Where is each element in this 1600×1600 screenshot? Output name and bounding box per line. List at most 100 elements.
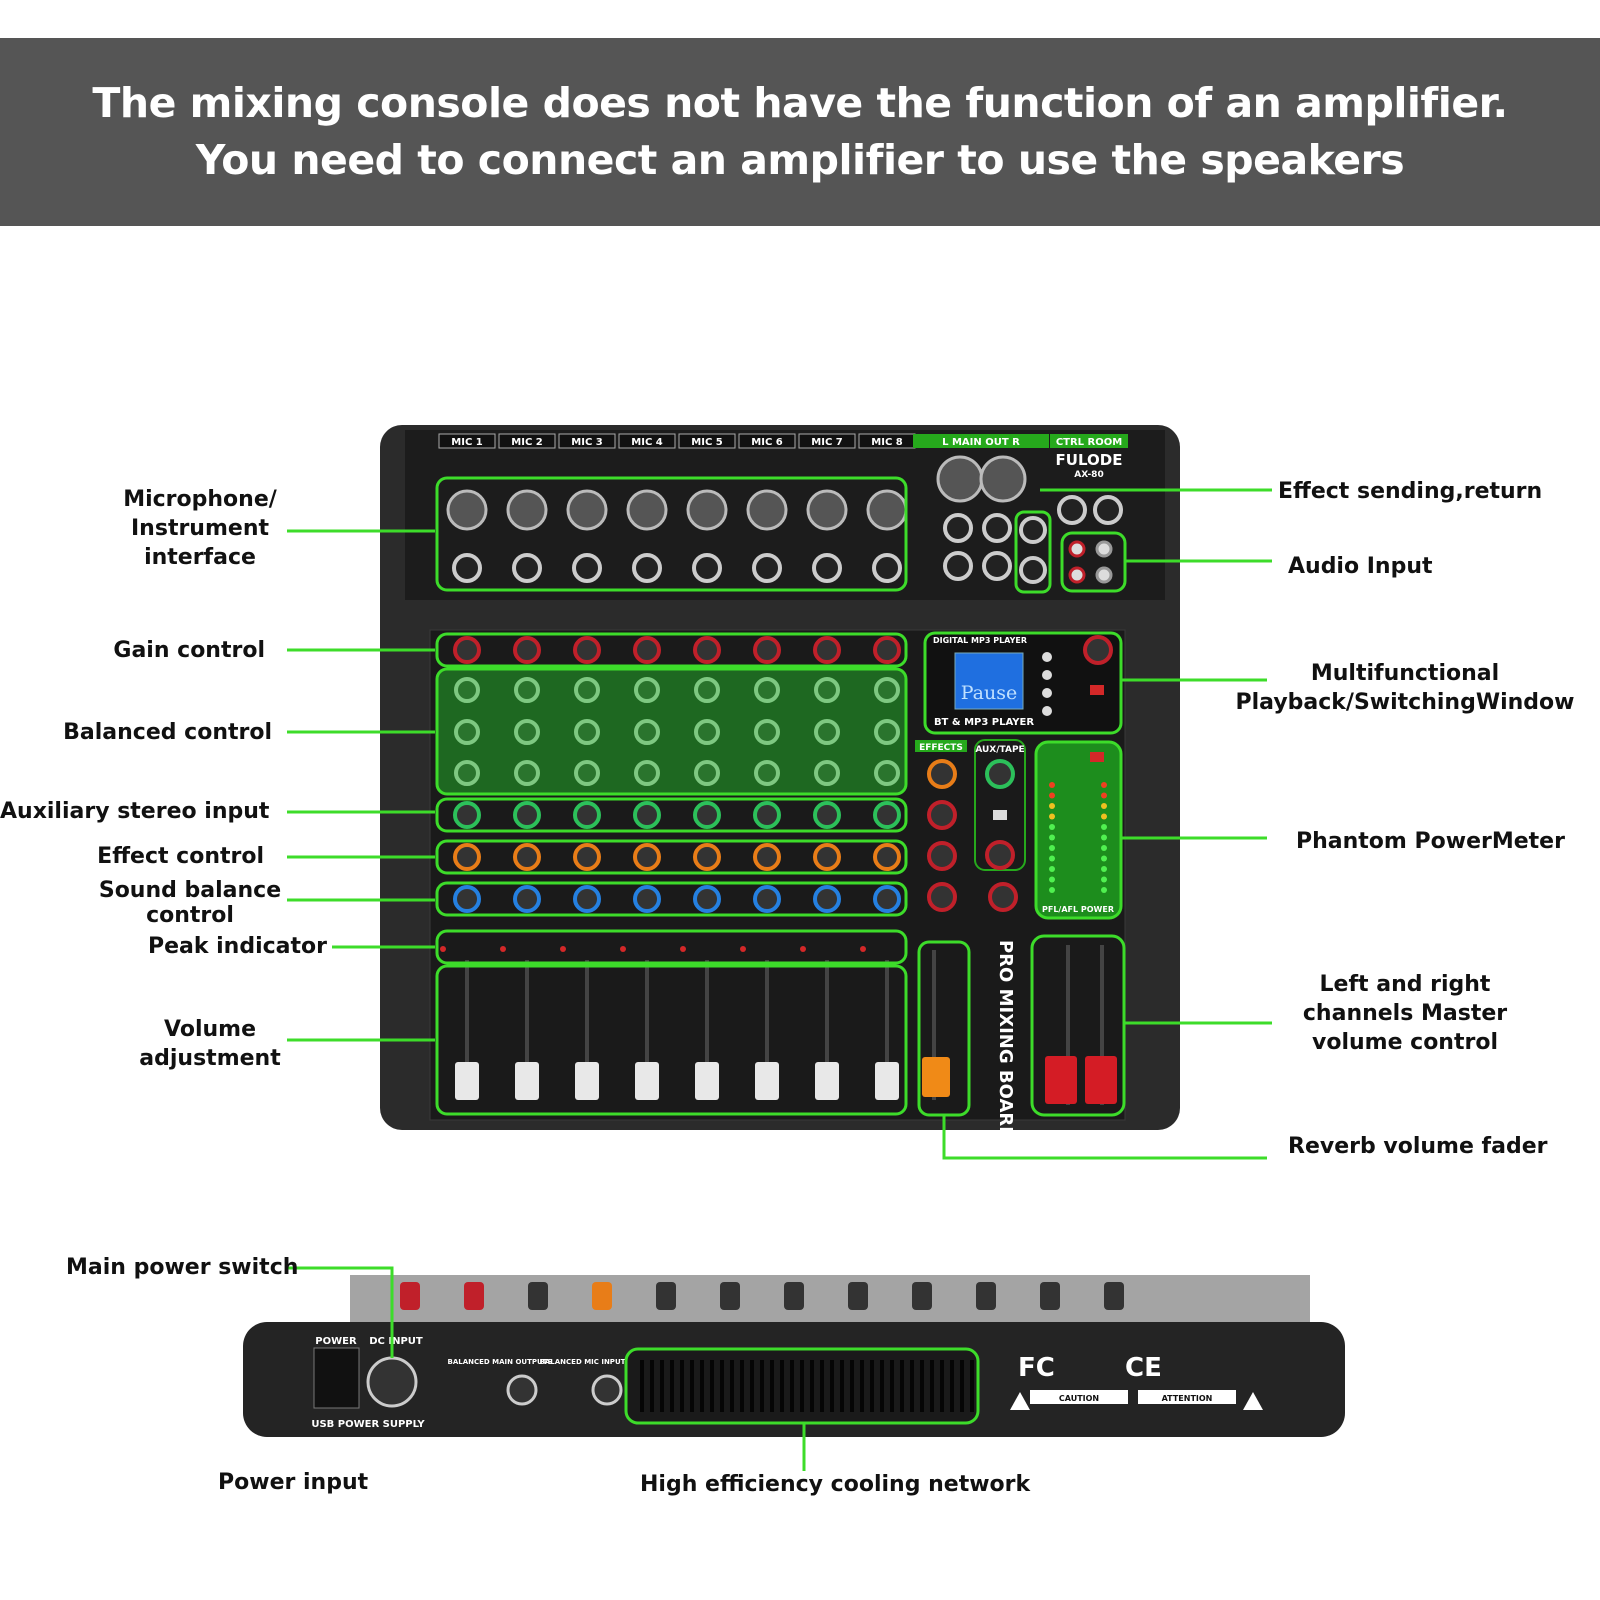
xlr-input-jack[interactable] <box>806 489 848 531</box>
gain-knob[interactable] <box>693 636 721 664</box>
phones-jack[interactable] <box>943 551 973 581</box>
rep-knob[interactable] <box>927 841 957 871</box>
ctrl-room-jack-l[interactable] <box>1057 495 1087 525</box>
callout-volume: Volume adjustment <box>120 1015 300 1073</box>
line-input-jack[interactable] <box>692 553 722 583</box>
xlr-input-jack[interactable] <box>626 489 668 531</box>
callout-phantom: Phantom PowerMeter <box>1296 829 1565 854</box>
fx-send-knob[interactable] <box>513 843 541 871</box>
xlr-input-jack[interactable] <box>446 489 488 531</box>
pan-knob[interactable] <box>693 885 721 913</box>
gain-knob[interactable] <box>753 636 781 664</box>
pan-knob-master[interactable] <box>927 882 957 912</box>
phantom-switch[interactable] <box>1090 752 1104 762</box>
fx-send-knob[interactable] <box>873 843 901 871</box>
xlr-input-jack[interactable] <box>866 489 908 531</box>
fx-send-knob[interactable] <box>813 843 841 871</box>
gain-knob[interactable] <box>813 636 841 664</box>
line-input-jack[interactable] <box>632 553 662 583</box>
ctrl-room-jack-r[interactable] <box>1093 495 1123 525</box>
fx-send-knob[interactable] <box>753 843 781 871</box>
xlr-input-jack[interactable] <box>746 489 788 531</box>
mic-label-box <box>438 433 496 449</box>
gain-knob[interactable] <box>873 636 901 664</box>
line-input-jack[interactable] <box>812 553 842 583</box>
play-pause-button[interactable] <box>1042 706 1052 716</box>
jack-l[interactable] <box>943 513 973 543</box>
line-input-jack[interactable] <box>752 553 782 583</box>
main-out-xlr-left[interactable] <box>936 455 984 503</box>
phones-knob[interactable] <box>988 882 1018 912</box>
pan-knob[interactable] <box>873 885 901 913</box>
gain-knob[interactable] <box>453 636 481 664</box>
channel-fader[interactable] <box>695 1062 719 1100</box>
dc-input-socket[interactable] <box>366 1356 418 1408</box>
gain-knob[interactable] <box>633 636 661 664</box>
xlr-input-jack[interactable] <box>686 489 728 531</box>
jack-r[interactable] <box>982 513 1012 543</box>
fx-knob[interactable] <box>927 759 957 789</box>
pan-knob[interactable] <box>453 885 481 913</box>
master-left-fader[interactable] <box>1045 1056 1077 1104</box>
rca-white-1[interactable] <box>1095 540 1113 558</box>
channel-fader[interactable] <box>635 1062 659 1100</box>
power-switch[interactable] <box>313 1347 360 1409</box>
to-main-switch[interactable] <box>1090 685 1104 695</box>
channel-fader[interactable] <box>755 1062 779 1100</box>
mp3-level-knob[interactable] <box>1083 635 1113 665</box>
dly-knob[interactable] <box>927 800 957 830</box>
aux-send-jack[interactable] <box>982 551 1012 581</box>
pan-knob[interactable] <box>813 885 841 913</box>
line-input-jack[interactable] <box>572 553 602 583</box>
channel-fader[interactable] <box>515 1062 539 1100</box>
master-right-fader[interactable] <box>1085 1056 1117 1104</box>
balanced-out-xlr[interactable] <box>506 1374 538 1406</box>
aux-knob[interactable] <box>753 801 781 829</box>
channel-fader[interactable] <box>575 1062 599 1100</box>
fx-send-knob[interactable] <box>693 843 721 871</box>
tape-input-knob[interactable] <box>985 840 1015 870</box>
next-button[interactable] <box>1042 688 1052 698</box>
gain-knob[interactable] <box>513 636 541 664</box>
pan-knob[interactable] <box>753 885 781 913</box>
balanced-in-xlr[interactable] <box>591 1374 623 1406</box>
prev-button[interactable] <box>1042 670 1052 680</box>
menu-button[interactable] <box>1042 652 1052 662</box>
aux-mst-knob[interactable] <box>985 759 1015 789</box>
main-out-xlr-right[interactable] <box>979 455 1027 503</box>
channel-fader[interactable] <box>815 1062 839 1100</box>
pan-knob[interactable] <box>633 885 661 913</box>
line-input-jack[interactable] <box>512 553 542 583</box>
channel-fader[interactable] <box>875 1062 899 1100</box>
highlight-boxes <box>435 476 908 1116</box>
pan-knob[interactable] <box>513 885 541 913</box>
fx-send-knob[interactable] <box>633 843 661 871</box>
aux-knob[interactable] <box>633 801 661 829</box>
effect-return-jack[interactable] <box>1019 556 1047 584</box>
xlr-input-jack[interactable] <box>566 489 608 531</box>
aux-knob[interactable] <box>573 801 601 829</box>
effect-send-jack[interactable] <box>1019 516 1047 544</box>
afl-switch[interactable] <box>993 810 1007 820</box>
line-input-jack[interactable] <box>452 553 482 583</box>
channel-fader[interactable] <box>455 1062 479 1100</box>
vent-slot <box>850 1360 854 1412</box>
xlr-input-jack[interactable] <box>506 489 548 531</box>
fx-send-knob[interactable] <box>453 843 481 871</box>
line-input-jack[interactable] <box>872 553 902 583</box>
fx-send-knob[interactable] <box>573 843 601 871</box>
rca-red-1[interactable] <box>1068 540 1086 558</box>
reverb-fader-knob[interactable] <box>922 1057 950 1097</box>
aux-knob[interactable] <box>513 801 541 829</box>
aux-knob[interactable] <box>873 801 901 829</box>
aux-knob[interactable] <box>813 801 841 829</box>
rca-white-2[interactable] <box>1095 566 1113 584</box>
rca-red-2[interactable] <box>1068 566 1086 584</box>
gain-knob[interactable] <box>573 636 601 664</box>
pan-knob[interactable] <box>573 885 601 913</box>
lcd-status: Pause <box>961 682 1018 704</box>
aux-knob[interactable] <box>693 801 721 829</box>
rear-usb-power-label: USB POWER SUPPLY <box>311 1419 425 1430</box>
aux-knob[interactable] <box>453 801 481 829</box>
meter-led-right <box>1101 855 1107 862</box>
